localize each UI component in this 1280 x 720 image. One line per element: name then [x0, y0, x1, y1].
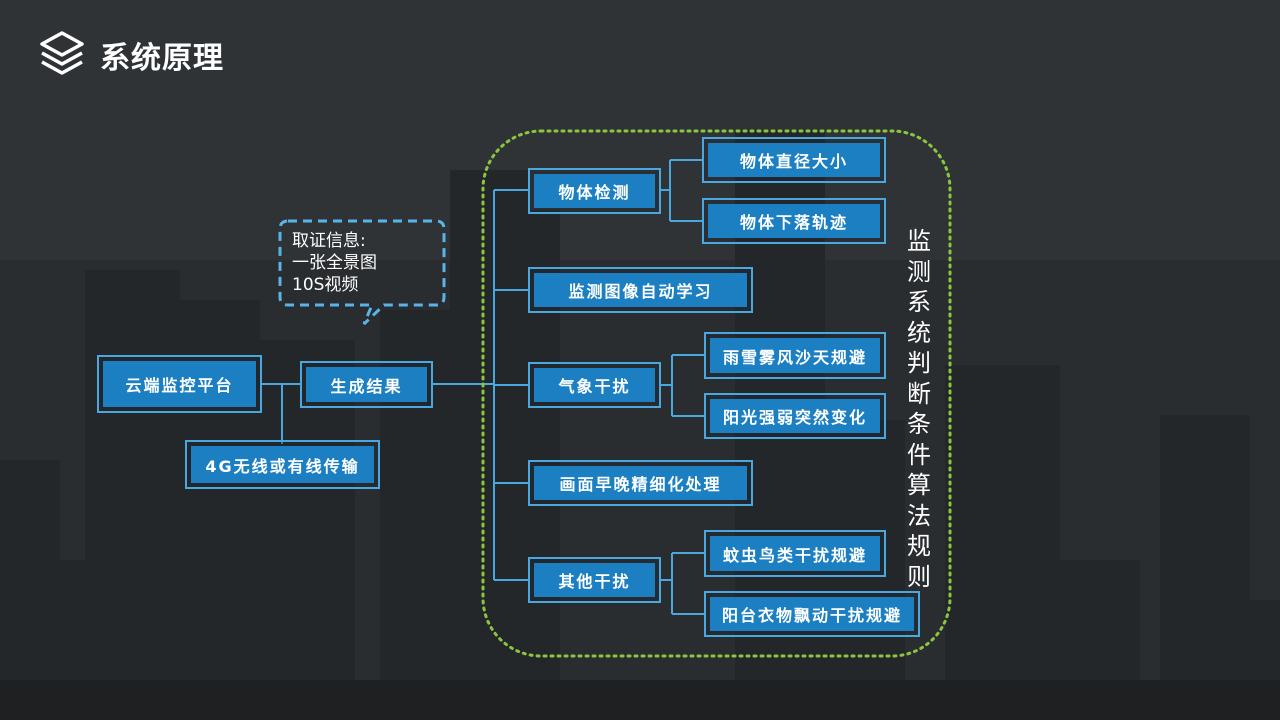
- node-image-refinement: 画面早晚精细化处理: [528, 460, 753, 506]
- node-weather-interference: 气象干扰: [528, 362, 661, 408]
- node-label: 物体下落轨迹: [708, 204, 880, 238]
- node-transmission: 4G无线或有线传输: [185, 440, 380, 489]
- node-label: 气象干扰: [534, 368, 655, 402]
- node-object-trajectory: 物体下落轨迹: [702, 198, 886, 244]
- node-sunlight-change: 阳光强弱突然变化: [704, 393, 886, 439]
- page-header: 系统原理: [38, 30, 224, 80]
- node-object-detection: 物体检测: [528, 168, 661, 214]
- algorithm-group-border: [481, 129, 952, 658]
- algorithm-rules-label: 监测系统判断条件算法规则: [907, 227, 931, 591]
- node-label: 其他干扰: [534, 563, 655, 597]
- node-object-size: 物体直径大小: [702, 137, 886, 183]
- node-label: 阳光强弱突然变化: [710, 399, 880, 433]
- node-generate-result: 生成结果: [300, 361, 433, 408]
- node-label: 蚊虫鸟类干扰规避: [710, 536, 880, 571]
- node-insects-avoid: 蚊虫鸟类干扰规避: [704, 530, 886, 577]
- evidence-line-3: 10S视频: [292, 275, 359, 295]
- node-label: 雨雪雾风沙天规避: [710, 338, 880, 373]
- node-clothes-avoid: 阳台衣物飘动干扰规避: [704, 591, 920, 637]
- node-weather-avoid: 雨雪雾风沙天规避: [704, 332, 886, 379]
- page-title: 系统原理: [100, 41, 224, 76]
- node-other-interference: 其他干扰: [528, 557, 661, 603]
- node-label: 生成结果: [306, 367, 427, 402]
- node-label: 4G无线或有线传输: [191, 446, 374, 483]
- node-label: 物体检测: [534, 174, 655, 208]
- node-label: 物体直径大小: [708, 143, 880, 177]
- evidence-line-2: 一张全景图: [292, 253, 377, 273]
- node-label: 监测图像自动学习: [534, 273, 747, 307]
- evidence-callout-bubble: [278, 219, 446, 326]
- evidence-line-1: 取证信息:: [292, 231, 366, 251]
- node-label: 云端监控平台: [103, 361, 256, 407]
- node-self-learning: 监测图像自动学习: [528, 267, 753, 313]
- layers-icon: [38, 30, 86, 80]
- node-cloud-platform: 云端监控平台: [97, 355, 262, 413]
- node-label: 阳台衣物飘动干扰规避: [710, 597, 914, 631]
- node-label: 画面早晚精细化处理: [534, 466, 747, 500]
- evidence-info-text: 取证信息: 一张全景图 10S视频: [292, 230, 377, 296]
